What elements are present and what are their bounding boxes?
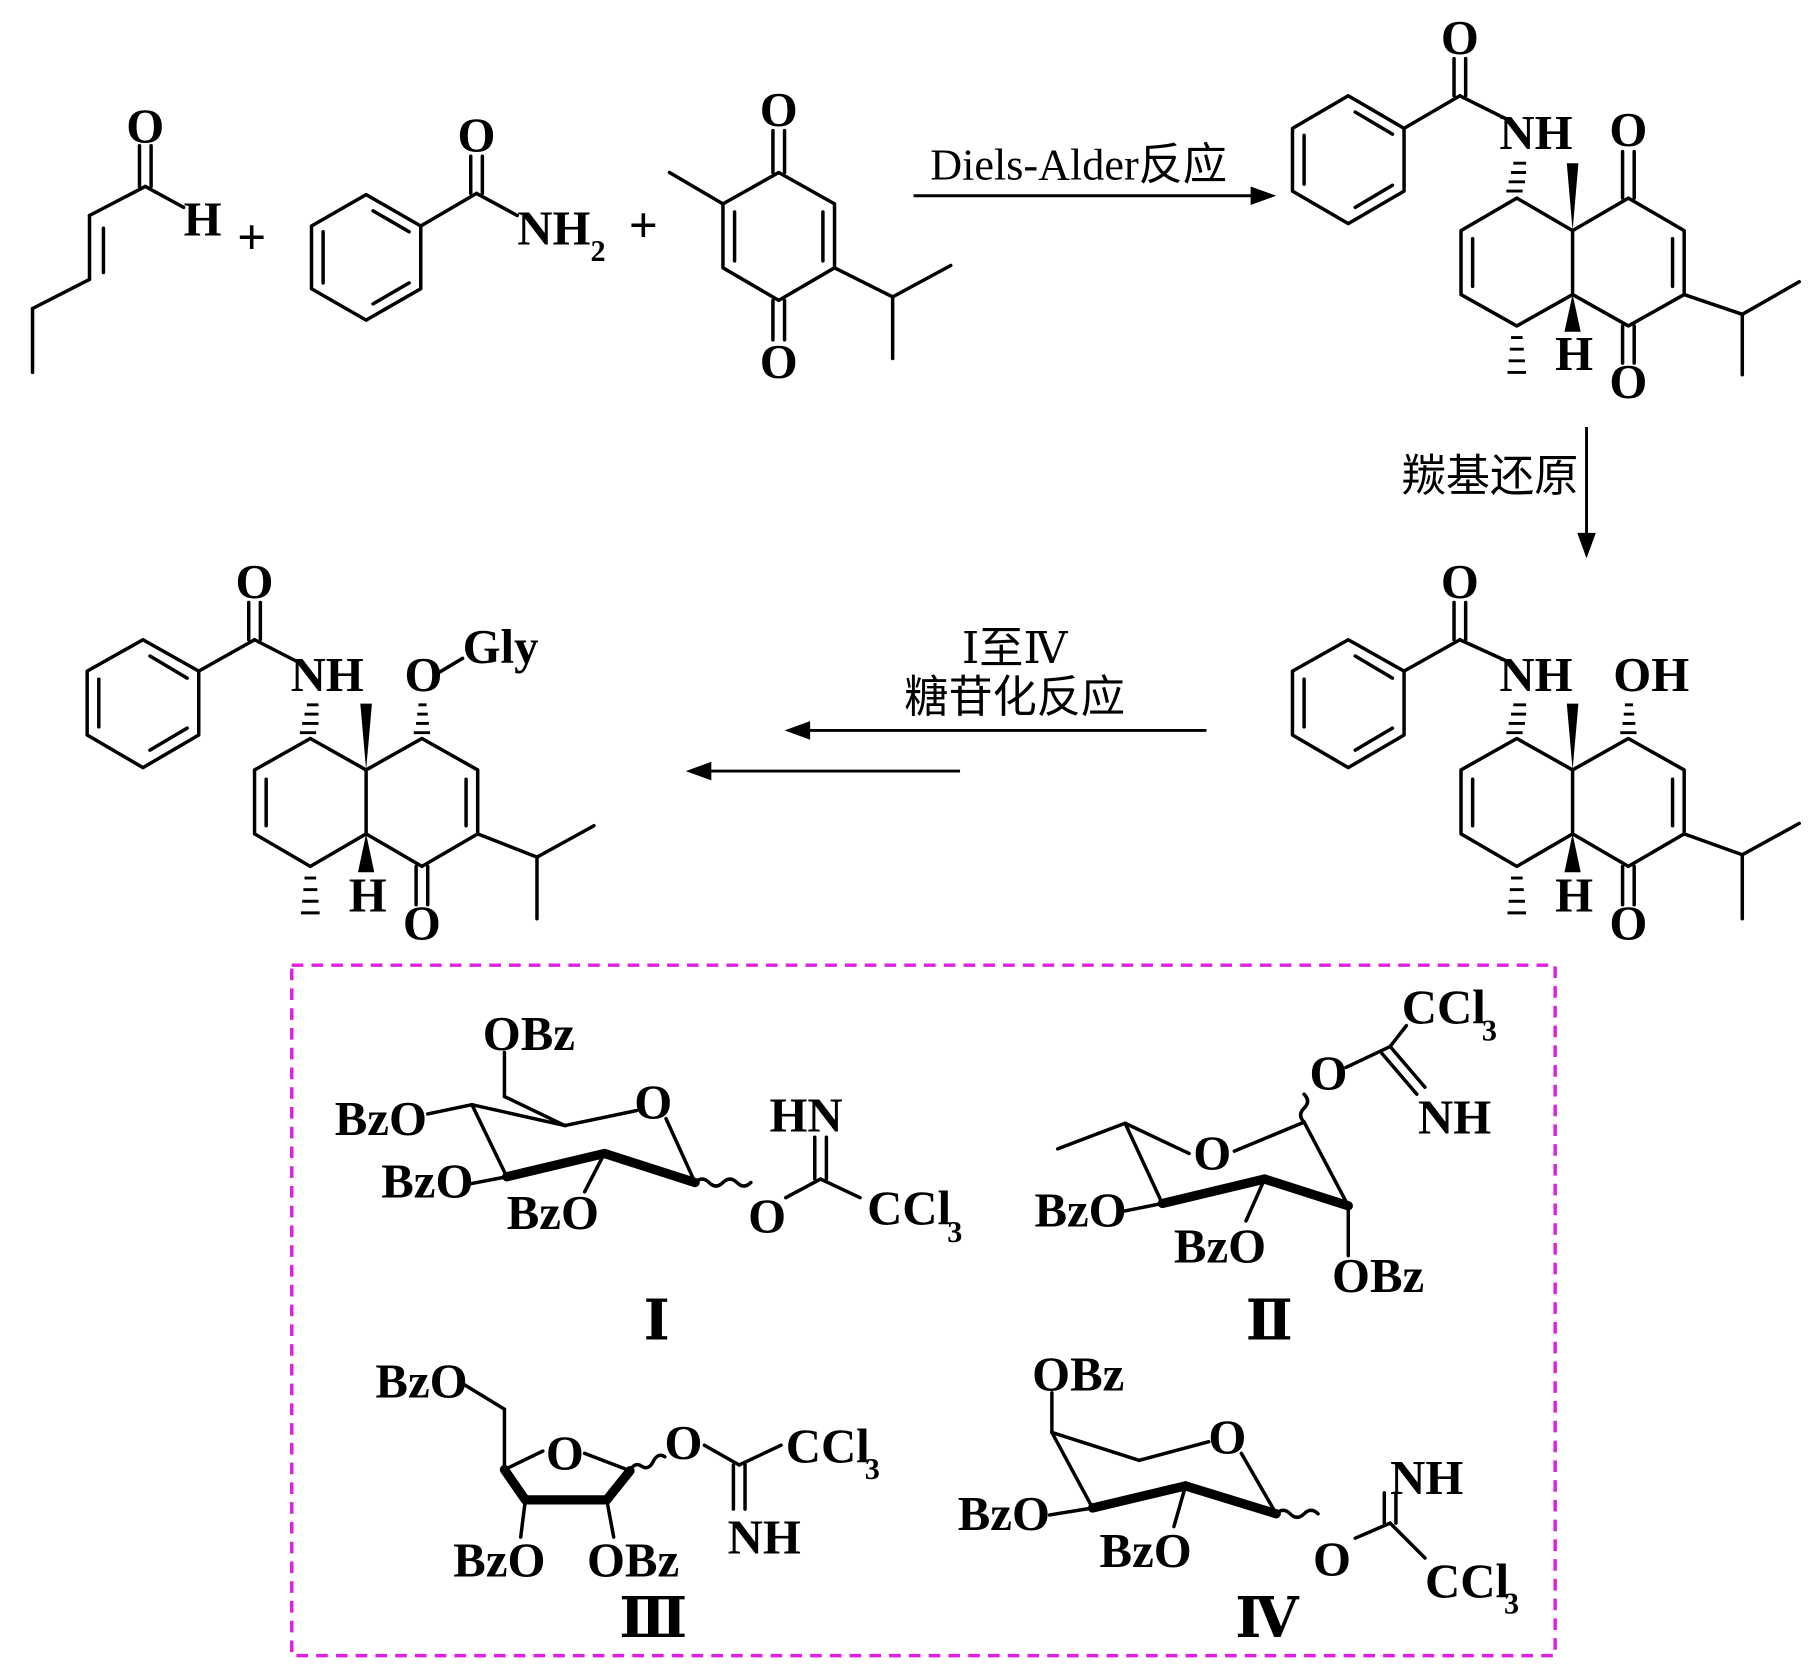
atom-nh: NH (1499, 648, 1572, 702)
ring-oxygen: O (546, 1427, 584, 1481)
donor-ii: O BzO BzO OBz O CCl 3 NH Ⅱ (1034, 980, 1497, 1352)
reactant-pentenal: O H (30, 99, 222, 375)
donor-iii: BzO O O CCl 3 NH BzO OBz Ⅲ (375, 1355, 879, 1650)
group-obz: OBz (1332, 1249, 1424, 1303)
group-obz: OBz (483, 1007, 575, 1061)
atom-h: H (184, 192, 222, 246)
atom-o: O (403, 897, 441, 951)
group-ccl3: CCl (867, 1181, 951, 1235)
arrow-glycosylation: Ⅰ至Ⅳ 糖苷化反应 (685, 624, 1207, 781)
ring-oxygen: O (1193, 1127, 1231, 1181)
group-hn: HN (769, 1088, 842, 1142)
ring-oxygen: O (1208, 1410, 1246, 1464)
arrow-carbonyl-reduction: 羰基还原 (1402, 427, 1596, 559)
label-donor-ii: Ⅱ (1246, 1290, 1293, 1352)
product-alcohol: O NH OH O H (1290, 555, 1801, 951)
group-bzo: BzO (507, 1186, 599, 1240)
atom-h: H (1555, 869, 1593, 923)
condition-diels-alder: Diels-Alder反应 (930, 140, 1227, 189)
anomeric-oxygen: O (748, 1190, 786, 1244)
group-bzo: BzO (375, 1355, 467, 1409)
atom-o: O (126, 99, 164, 153)
group-nh: NH (728, 1510, 801, 1564)
label-donor-iii: Ⅲ (619, 1588, 687, 1650)
atom-o: O (1441, 555, 1479, 609)
ring-oxygen: O (634, 1076, 672, 1130)
reactant-quinone: O O (667, 83, 953, 389)
atom-h: H (349, 869, 387, 923)
group-obz: OBz (1032, 1348, 1124, 1402)
plus-sign: + (629, 197, 658, 254)
atom-o: O (458, 109, 496, 163)
anomeric-oxygen: O (1310, 1047, 1348, 1101)
atom-o: O (760, 83, 798, 137)
condition-reagents: Ⅰ至Ⅳ (962, 624, 1069, 673)
glycosyl-label: Gly (463, 620, 539, 674)
plus-sign: + (237, 209, 266, 266)
atom-nh: NH (291, 648, 364, 702)
atom-o: O (1441, 11, 1479, 65)
group-nh: NH (1390, 1451, 1463, 1505)
glycosyl-donor-box (289, 963, 1557, 1658)
atom-h: H (1555, 327, 1593, 381)
group-bzo: BzO (335, 1092, 427, 1146)
arrow-diels-alder: Diels-Alder反应 (913, 140, 1277, 206)
group-obz: OBz (587, 1534, 679, 1588)
label-donor-i: Ⅰ (644, 1290, 670, 1352)
atom-o: O (404, 648, 442, 702)
atom-o: O (1609, 103, 1647, 157)
subscript-3: 3 (947, 1215, 962, 1249)
atom-oh: OH (1613, 648, 1689, 702)
group-ccl3: CCl (1402, 980, 1486, 1034)
atom-o: O (760, 335, 798, 389)
donor-iv: OBz O BzO BzO O NH CCl 3 Ⅳ (958, 1348, 1519, 1650)
subscript-2: 2 (590, 234, 605, 268)
group-bzo: BzO (1174, 1220, 1266, 1274)
reactant-benzamide: O NH 2 (309, 109, 606, 322)
condition-glycosylation: 糖苷化反应 (904, 673, 1125, 722)
group-bzo: BzO (1100, 1524, 1192, 1578)
atom-nh2: NH (517, 202, 590, 256)
group-ccl3: CCl (786, 1420, 870, 1474)
atom-nh: NH (1499, 106, 1572, 160)
anomeric-oxygen: O (664, 1416, 702, 1470)
donor-i: OBz O BzO BzO BzO O HN CCl 3 Ⅰ (335, 1007, 963, 1352)
group-bzo: BzO (1034, 1184, 1126, 1238)
product-glycoside: O NH O Gly O H (85, 555, 596, 951)
anomeric-oxygen: O (1313, 1532, 1351, 1586)
subscript-3: 3 (1482, 1014, 1497, 1048)
product-diketone: O NH O O H (1290, 11, 1801, 409)
group-bzo: BzO (381, 1155, 473, 1209)
atom-o: O (236, 555, 274, 609)
group-ccl3: CCl (1425, 1554, 1509, 1608)
group-nh: NH (1418, 1091, 1491, 1145)
subscript-3: 3 (1504, 1587, 1519, 1621)
atom-o: O (1609, 355, 1647, 409)
subscript-3: 3 (865, 1452, 880, 1486)
atom-o: O (1609, 897, 1647, 951)
label-donor-iv: Ⅳ (1235, 1588, 1300, 1650)
condition-reduction: 羰基还原 (1402, 452, 1579, 501)
group-bzo: BzO (453, 1534, 545, 1588)
group-bzo: BzO (958, 1487, 1050, 1541)
